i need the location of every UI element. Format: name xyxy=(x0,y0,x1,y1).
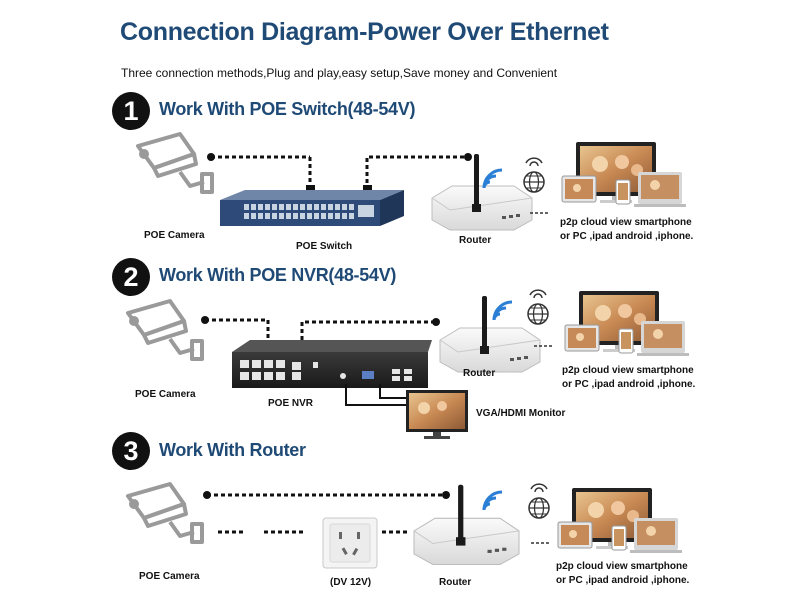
section-1-diagram xyxy=(136,132,687,231)
wifi-icon xyxy=(482,168,504,190)
section-2-diagram xyxy=(126,289,690,439)
poe-camera-icon xyxy=(126,482,204,544)
cloud-text-3-line2: or PC ,ipad android ,iphone. xyxy=(556,575,690,586)
router-label-3: Router xyxy=(439,577,472,588)
wifi-icon xyxy=(492,300,514,322)
section-title-3: Work With Router xyxy=(159,440,306,460)
page-subtitle: Three connection methods,Plug and play,e… xyxy=(121,66,558,80)
power-label: (DV 12V) xyxy=(330,577,372,588)
camera-label-3: POE Camera xyxy=(139,571,200,582)
cloud-text-1-line1: p2p cloud view smartphone xyxy=(560,217,692,228)
globe-icon xyxy=(527,289,549,325)
router-icon xyxy=(413,484,520,566)
globe-icon xyxy=(528,483,550,519)
router-label-1: Router xyxy=(459,235,492,246)
devices-icon xyxy=(561,141,687,208)
section-number-3: 3 xyxy=(112,432,150,470)
devices-icon xyxy=(564,290,690,357)
section-number-2: 2 xyxy=(112,258,150,296)
wifi-icon xyxy=(482,490,504,512)
poe-nvr-icon xyxy=(232,340,432,388)
poe-switch-icon xyxy=(220,190,404,226)
cloud-text-2: p2p cloud view smartphone or PC ,ipad an… xyxy=(562,364,695,392)
devices-icon xyxy=(557,487,683,554)
switch-label: POE Switch xyxy=(296,241,353,252)
section-title-1: Work With POE Switch(48-54V) xyxy=(159,99,416,119)
nvr-label: POE NVR xyxy=(268,398,314,409)
poe-camera-icon xyxy=(136,132,214,194)
cloud-text-3-line1: p2p cloud view smartphone xyxy=(556,561,688,572)
globe-icon xyxy=(523,157,545,193)
poe-camera-icon xyxy=(126,299,204,361)
cloud-text-1-line2: or PC ,ipad android ,iphone. xyxy=(560,231,694,242)
cloud-text-2-line1: p2p cloud view smartphone xyxy=(562,365,694,376)
section-number-1: 1 xyxy=(112,92,150,130)
page-title: Connection Diagram-Power Over Ethernet xyxy=(120,18,609,46)
monitor-icon xyxy=(406,390,468,439)
section-title-2: Work With POE NVR(48-54V) xyxy=(159,265,397,285)
router-icon xyxy=(439,295,541,373)
router-label-2: Router xyxy=(463,368,496,379)
power-outlet-icon xyxy=(322,517,378,569)
camera-label-2: POE Camera xyxy=(135,389,196,400)
cloud-text-2-line2: or PC ,ipad android ,iphone. xyxy=(562,379,696,390)
monitor-label: VGA/HDMI Monitor xyxy=(476,408,566,419)
cloud-text-1: p2p cloud view smartphone or PC ,ipad an… xyxy=(560,216,693,244)
camera-label-1: POE Camera xyxy=(144,230,205,241)
router-icon xyxy=(431,153,533,231)
section-3-diagram xyxy=(126,482,683,569)
cloud-text-3: p2p cloud view smartphone or PC ,ipad an… xyxy=(556,560,689,588)
